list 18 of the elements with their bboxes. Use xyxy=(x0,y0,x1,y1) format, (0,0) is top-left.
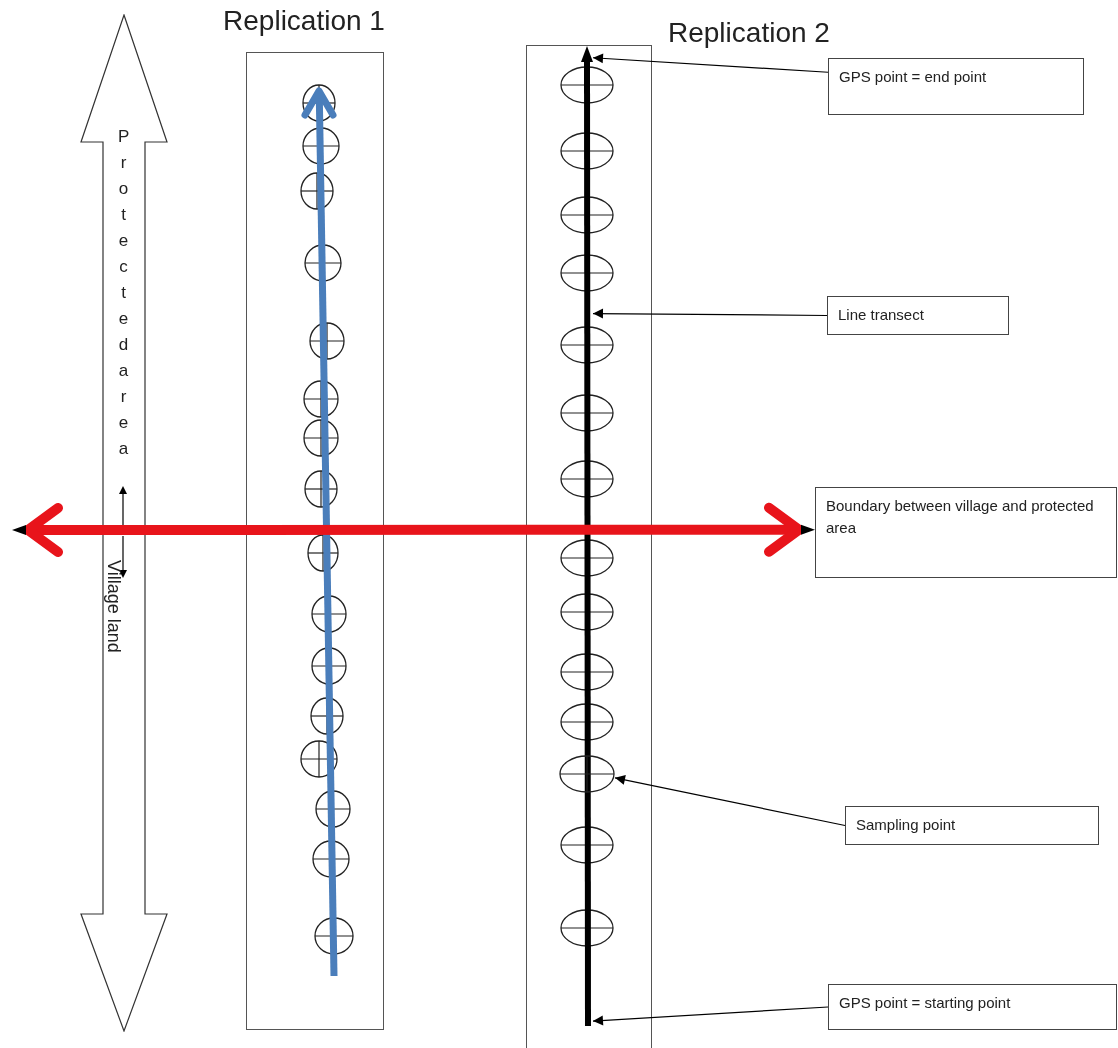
leader-line xyxy=(614,774,846,827)
vertical-label: Village land xyxy=(104,560,124,653)
leader-line xyxy=(592,308,828,319)
callout-text: Boundary between village and protected area xyxy=(826,496,1095,538)
callout-text: GPS point = end point xyxy=(839,67,988,87)
callout-box xyxy=(828,984,1117,1030)
callout-box xyxy=(815,487,1117,578)
callout-text: GPS point = starting point xyxy=(839,993,1012,1013)
plot-title: Replication 2 xyxy=(668,16,830,50)
callout-box xyxy=(827,296,1009,335)
callout-box xyxy=(845,806,1099,845)
callout-box xyxy=(828,58,1084,115)
callout-text: Sampling point xyxy=(856,815,957,835)
leader-line xyxy=(592,53,829,73)
vertical-label: Protected area xyxy=(118,126,129,460)
plot-title: Replication 1 xyxy=(222,4,386,38)
callout-text: Line transect xyxy=(838,305,925,325)
leader-line xyxy=(592,1006,829,1026)
